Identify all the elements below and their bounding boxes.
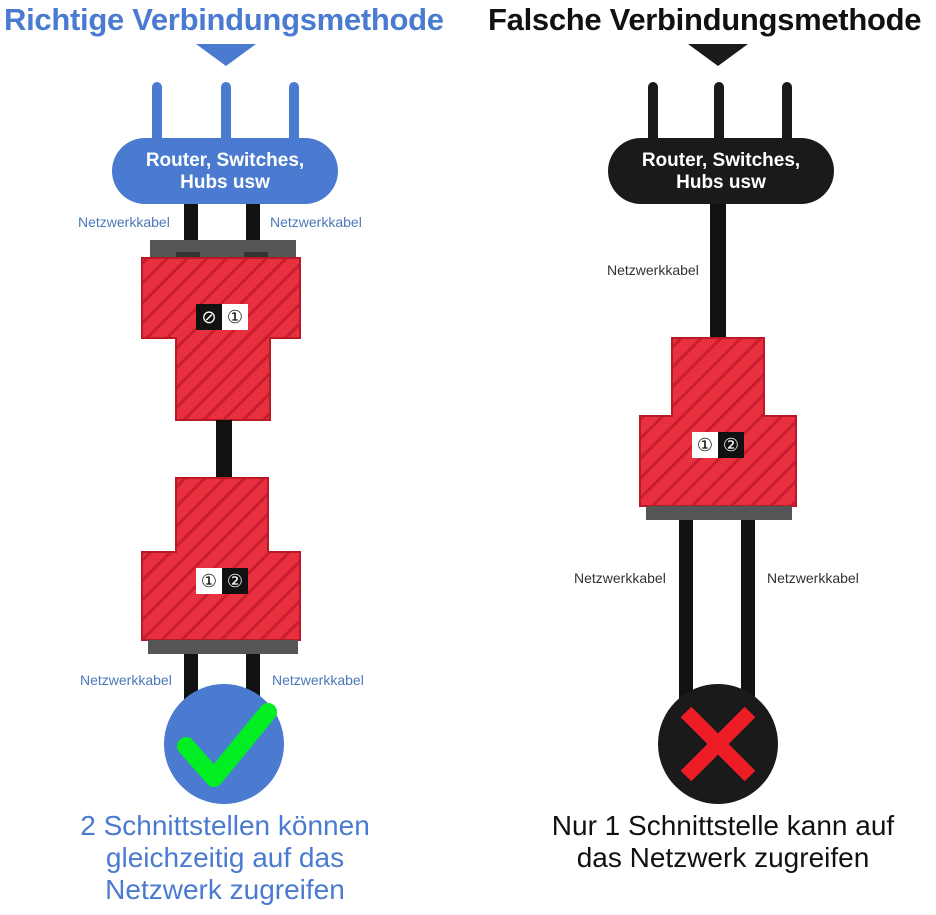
left-cable-label-top-right: Netzwerkkabel [270, 214, 362, 230]
right-title: Falsche Verbindungsmethode [488, 2, 922, 37]
right-port-labels: ① ② [692, 432, 744, 458]
left-top-port-labels: ⊘ ① [196, 304, 248, 330]
left-cable-label-bottom-right: Netzwerkkabel [272, 672, 364, 688]
left-top-splitter [141, 240, 301, 421]
left-bottom-splitter [141, 477, 301, 654]
left-device-label-line2: Hubs usw [180, 172, 270, 193]
left-device-label-line1: Router, Switches, [145, 150, 305, 171]
right-cable-label-left: Netzwerkkabel [574, 570, 666, 586]
left-device-body [112, 138, 338, 204]
left-bottom-port-labels: ① ② [196, 568, 248, 594]
port-label: ① [222, 304, 248, 330]
right-cable-loop [679, 520, 755, 720]
check-icon [164, 684, 284, 804]
left-device-antennas [152, 82, 299, 154]
left-title: Richtige Verbindungsmethode [4, 2, 444, 37]
right-caption-line1: Nur 1 Schnittstelle kann auf [551, 810, 895, 841]
right-device-body [608, 138, 834, 204]
left-cable [216, 420, 232, 478]
port-label: ① [196, 568, 222, 594]
right-device-label: Router, Switches, Hubs usw [608, 150, 834, 194]
right-pointer-arrow [688, 44, 748, 66]
left-caption-line2: gleichzeitig auf das [105, 842, 345, 873]
port-label: ② [222, 568, 248, 594]
right-cable-label-top: Netzwerkkabel [607, 262, 699, 278]
right-device-antennas [648, 82, 792, 154]
right-cable [710, 204, 726, 340]
right-caption-line2: das Netzwerk zugreifen [576, 842, 870, 873]
port-label: ① [692, 432, 718, 458]
left-caption-line1: 2 Schnittstellen können [80, 810, 370, 841]
left-cable-label-bottom-left: Netzwerkkabel [80, 672, 172, 688]
left-cable-label-top-left: Netzwerkkabel [78, 214, 170, 230]
port-label: ② [718, 432, 744, 458]
right-splitter [639, 337, 797, 520]
right-device-label-line1: Router, Switches, [641, 150, 801, 171]
port-label: ⊘ [196, 304, 222, 330]
right-device-label-line2: Hubs usw [676, 172, 766, 193]
left-pointer-arrow [196, 44, 256, 66]
left-caption-line3: Netzwerk zugreifen [105, 874, 345, 905]
right-cable-label-right: Netzwerkkabel [767, 570, 859, 586]
right-caption: Nur 1 Schnittstelle kann auf das Netzwer… [518, 810, 928, 874]
cross-icon [658, 684, 778, 804]
left-caption: 2 Schnittstellen können gleichzeitig auf… [40, 810, 410, 906]
left-device-label: Router, Switches, Hubs usw [112, 150, 338, 194]
